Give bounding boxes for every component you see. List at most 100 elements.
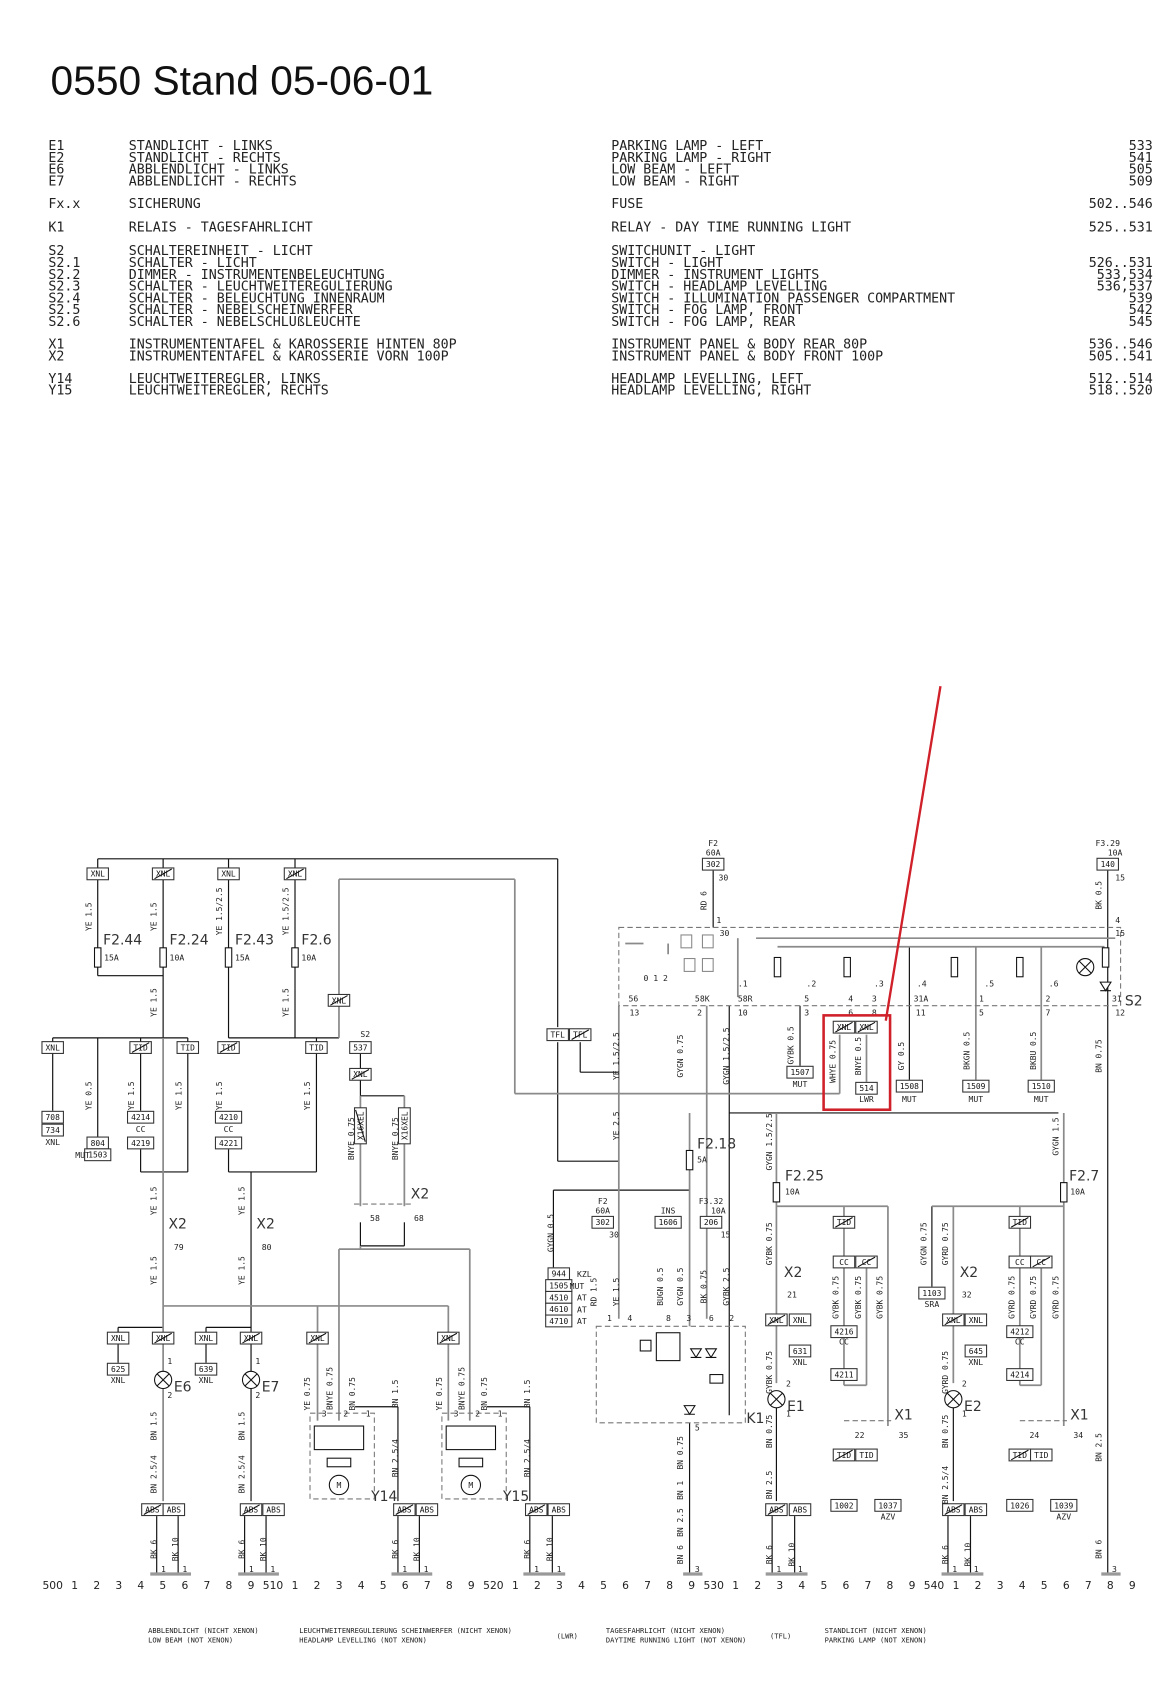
connector-box: ABS — [415, 1503, 439, 1517]
legend-german: ABBLENDLICHT - LINKS — [129, 163, 289, 178]
caption-english: DAYTIME RUNNING LIGHT (NOT XENON) — [606, 1636, 746, 1645]
wire-color-label: BNYE 0.5 — [854, 1037, 863, 1075]
crossed-out-mark — [1010, 1449, 1029, 1461]
pin-or-rating-label: XNL — [199, 1375, 214, 1385]
crossed-out-mark — [835, 1217, 853, 1228]
wire-color-label: GYGN 0.75 — [920, 1222, 929, 1265]
connector-box-frame — [855, 1448, 878, 1462]
connector-code: XNL — [91, 870, 106, 879]
legend-code: S2.1 — [48, 256, 80, 271]
pin-or-rating-label: 12 — [1115, 1007, 1125, 1017]
wire-color-label: GYGN 1.5/2.5 — [722, 1027, 731, 1084]
connector-box: CC — [1008, 1255, 1032, 1269]
wire-color-label: GYGN 1.5 — [1051, 1117, 1060, 1155]
wire-color-label: BN 2.5 — [765, 1470, 774, 1499]
legend-english: LOW BEAM - RIGHT — [611, 174, 739, 189]
wire-color-label: GY 0.5 — [897, 1042, 906, 1071]
fuse-icon — [1060, 1182, 1068, 1203]
pin-or-rating-label: 1 — [786, 1408, 791, 1418]
pin-or-rating-label: XNL — [969, 1357, 984, 1367]
connector-box-frame — [214, 1110, 243, 1124]
component-label: X2 — [256, 1217, 274, 1233]
pin-or-rating-label: S2 — [360, 1029, 370, 1039]
wire-color-label: YE 1.5 — [127, 1081, 136, 1110]
connector-box-frame — [397, 1107, 411, 1145]
legend-english: INSTRUMENT PANEL & BODY REAR 80P — [611, 337, 867, 352]
fuse-icon — [159, 947, 167, 968]
legend-code: S2.5 — [48, 303, 80, 318]
legend-german: SCHALTER - LICHT — [129, 256, 257, 271]
legend-code: E7 — [48, 174, 64, 189]
pin-or-rating-label: LWR — [859, 1094, 874, 1104]
connector-box: 4710 — [545, 1314, 573, 1328]
component-label: X2 — [960, 1265, 978, 1281]
pin-or-rating-label: M — [468, 1480, 473, 1490]
pin-or-rating-label: 3 — [872, 993, 877, 1003]
connector-box-frame — [1006, 1368, 1034, 1381]
connector-box-frame — [788, 1344, 812, 1358]
crossed-out-mark — [767, 1504, 786, 1515]
diode-icon — [683, 1405, 696, 1416]
pin-or-rating-label: 1 — [249, 1564, 254, 1574]
page-number-tick: 6 — [402, 1579, 409, 1592]
component-label: E2 — [964, 1399, 982, 1415]
connector-box-frame — [106, 1331, 130, 1345]
connector-box-frame — [788, 1313, 812, 1327]
connector-box-frame — [1050, 1498, 1078, 1512]
legend-code: S2.4 — [48, 291, 80, 306]
pin-or-rating-label: MUT — [969, 1094, 984, 1104]
connector-code: TID — [181, 1043, 196, 1052]
pin-or-rating-label: 1 — [255, 1356, 260, 1366]
pin-or-rating-label: 3 — [804, 1007, 809, 1017]
connector-box: 1039 — [1050, 1498, 1078, 1512]
connector-box: XNL — [306, 1331, 329, 1345]
switch-unit-s2-outline — [618, 926, 1122, 1007]
crossed-out-mark — [857, 1021, 876, 1033]
connector-box: 4510 — [545, 1290, 573, 1304]
wire-color-label: YE 0.75 — [303, 1377, 312, 1411]
legend-code: S2.6 — [48, 315, 80, 330]
pin-or-rating-label: 68 — [414, 1213, 424, 1223]
connector-box: ABS — [765, 1503, 788, 1517]
legend-page-ref: 533,534 — [1097, 268, 1153, 283]
connector-box: 1026 — [1006, 1498, 1034, 1512]
wire-color-label: YE 1.5 — [215, 1081, 224, 1110]
wire-color-label: BN 2.5 — [1094, 1433, 1103, 1462]
section-caption: LEUCHTWEITENREGULIERUNG SCHEINWERFER (NI… — [299, 1626, 578, 1645]
pin-or-rating-label: 2 — [786, 1378, 791, 1388]
connector-box: 645 — [964, 1344, 988, 1358]
page-number-tick: 7 — [204, 1579, 211, 1592]
connector-box: 302 — [591, 1215, 614, 1229]
pin-or-rating-label: CC — [1015, 1337, 1025, 1347]
components: XNLXNLXNLXNLXNLXNLTIDTIDTIDTID537XNL7087… — [41, 857, 1122, 1517]
connector-box-frame — [547, 1503, 571, 1517]
connector-box: 804 — [86, 1136, 109, 1150]
legend-page-ref: 505 — [1129, 163, 1153, 178]
pin-or-rating-label: 2 — [1046, 993, 1051, 1003]
connector-box-frame — [546, 1028, 569, 1042]
connector-code: 1507 — [790, 1068, 809, 1077]
pin-or-rating-label: 3 — [695, 1564, 700, 1574]
page-number-tick: 6 — [622, 1579, 629, 1592]
page-number-tick: 8 — [1107, 1579, 1114, 1592]
page-number-tick: 3 — [115, 1579, 122, 1592]
legend-code: S2.2 — [48, 268, 80, 283]
wire-color-label: BK 10 — [171, 1537, 180, 1561]
component-label: F2.18 — [697, 1136, 736, 1152]
connector-code: 1505 — [549, 1281, 568, 1290]
page-number-tick: 9 — [688, 1579, 695, 1592]
connector-box: TFL — [546, 1028, 569, 1042]
pin-or-rating-label: 5 — [979, 1007, 984, 1017]
lamp-icon — [767, 1390, 786, 1409]
highlight-box — [822, 1014, 892, 1112]
connector-box: 1510 — [1027, 1079, 1055, 1093]
caption-german: STANDLICHT (NICHT XENON) — [825, 1626, 927, 1635]
connector-code: 708 — [46, 1113, 61, 1122]
legend-english: LOW BEAM - LEFT — [611, 163, 731, 178]
pin-or-rating-label: KZL — [577, 1269, 592, 1279]
wire-color-label: GYRD 0.75 — [1007, 1276, 1016, 1319]
pin-or-rating-label: AT — [577, 1293, 587, 1303]
